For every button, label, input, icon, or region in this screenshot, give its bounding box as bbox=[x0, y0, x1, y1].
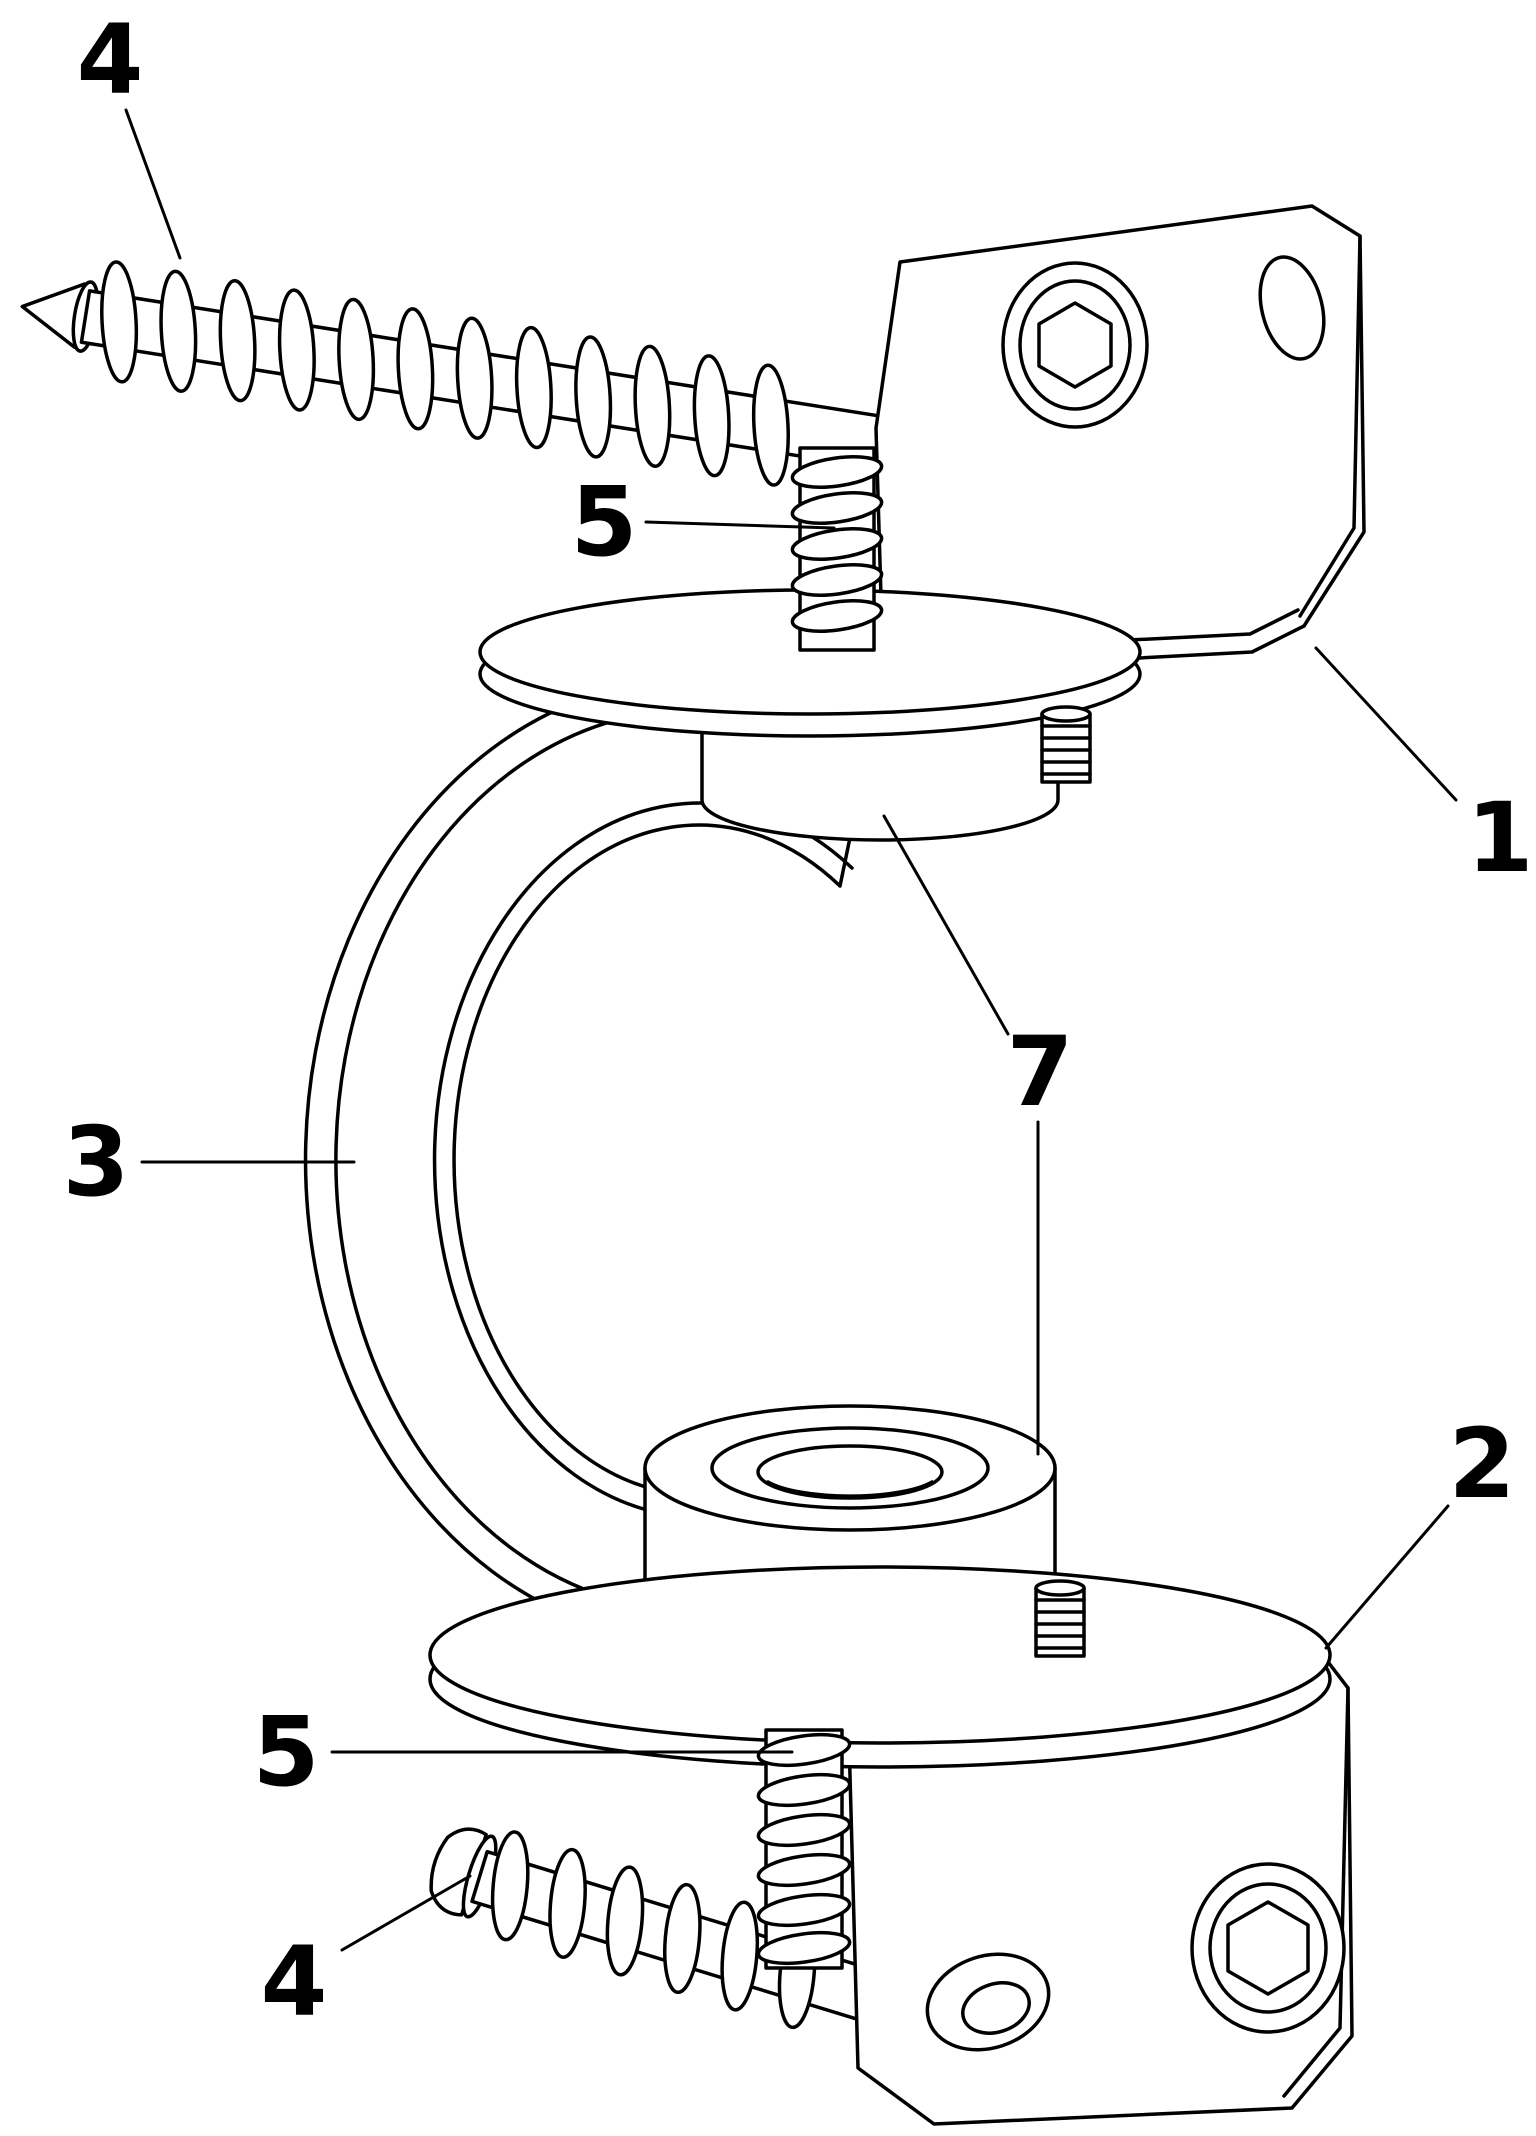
ring-inner-rim bbox=[710, 1426, 990, 1510]
ref-label-upper-threads: 5 bbox=[571, 466, 638, 578]
hole-inner-cone bbox=[961, 1981, 1031, 2035]
hex-socket bbox=[1226, 1900, 1310, 1996]
bracket-hole-lower bbox=[925, 1952, 1051, 2052]
leader-top-screw bbox=[124, 108, 182, 260]
screw-thread-flights bbox=[490, 1830, 817, 2030]
upper-bracket-plate bbox=[874, 204, 1366, 670]
set-screw-body bbox=[1040, 712, 1092, 784]
hex-socket-bolt-lower bbox=[1190, 1862, 1346, 2034]
set-screw-top bbox=[1034, 1579, 1086, 1597]
bracket-thickness-edge bbox=[1282, 1686, 1350, 2098]
set-screw-body bbox=[1034, 1586, 1086, 1658]
ring-top-face bbox=[643, 1404, 1057, 1532]
set-screw-upper bbox=[1040, 705, 1092, 784]
set-screw-knurling bbox=[1040, 724, 1092, 776]
leader-upper-bracket bbox=[1314, 646, 1458, 802]
ref-label-upper-bracket: 1 bbox=[1467, 782, 1534, 894]
hex-socket bbox=[1037, 301, 1113, 389]
ref-label-clamp-body: 3 bbox=[63, 1106, 130, 1218]
threaded-section-upper bbox=[790, 446, 884, 652]
ring-bore bbox=[756, 1444, 944, 1500]
screw-head bbox=[429, 1827, 488, 1917]
ref-label-pivot-joint: 7 bbox=[1007, 1016, 1074, 1128]
ref-label-lower-bracket: 2 bbox=[1449, 1408, 1516, 1520]
leader-lower-screw bbox=[340, 1874, 472, 1952]
set-screw-top bbox=[1040, 705, 1092, 723]
leader-upper-threads bbox=[644, 520, 836, 530]
leader-lower-bracket bbox=[1324, 1504, 1450, 1650]
bolt-head-outline bbox=[1190, 1862, 1346, 2034]
stud-thread-flights bbox=[756, 1732, 852, 1966]
hex-socket-bolt-upper bbox=[1001, 261, 1149, 429]
bolt-head-outline bbox=[1001, 261, 1149, 429]
bone-screw-top bbox=[20, 260, 896, 487]
bolt-head-chamfer bbox=[1208, 1882, 1328, 2014]
ref-label-lower-screw: 4 bbox=[261, 1926, 328, 2038]
bolt-head-chamfer bbox=[1018, 279, 1132, 411]
screw-thread-flights bbox=[100, 260, 790, 487]
stud-thread-flights bbox=[790, 455, 884, 633]
ref-label-lower-threads: 5 bbox=[253, 1696, 320, 1808]
leader-lines bbox=[124, 108, 1458, 1952]
hole-outline bbox=[925, 1952, 1051, 2052]
bracket-hole-upper bbox=[1258, 255, 1326, 361]
lower-flange-disk bbox=[428, 1565, 1332, 1769]
upper-flange-disk bbox=[478, 588, 1142, 738]
set-screw-knurling bbox=[1034, 1598, 1086, 1650]
ref-label-top-screw: 4 bbox=[77, 4, 144, 116]
leader-pivot-up bbox=[882, 814, 1010, 1036]
ring-bore-depth bbox=[766, 1480, 934, 1498]
bone-screw-bottom bbox=[429, 1827, 880, 2030]
flange-top-face bbox=[428, 1565, 1332, 1745]
reference-labels: 4 5 1 3 7 2 5 4 bbox=[63, 4, 1534, 2038]
threaded-section-lower bbox=[756, 1728, 852, 1970]
bracket-thickness-edge bbox=[1298, 234, 1362, 618]
set-screw-lower bbox=[1034, 1579, 1086, 1658]
